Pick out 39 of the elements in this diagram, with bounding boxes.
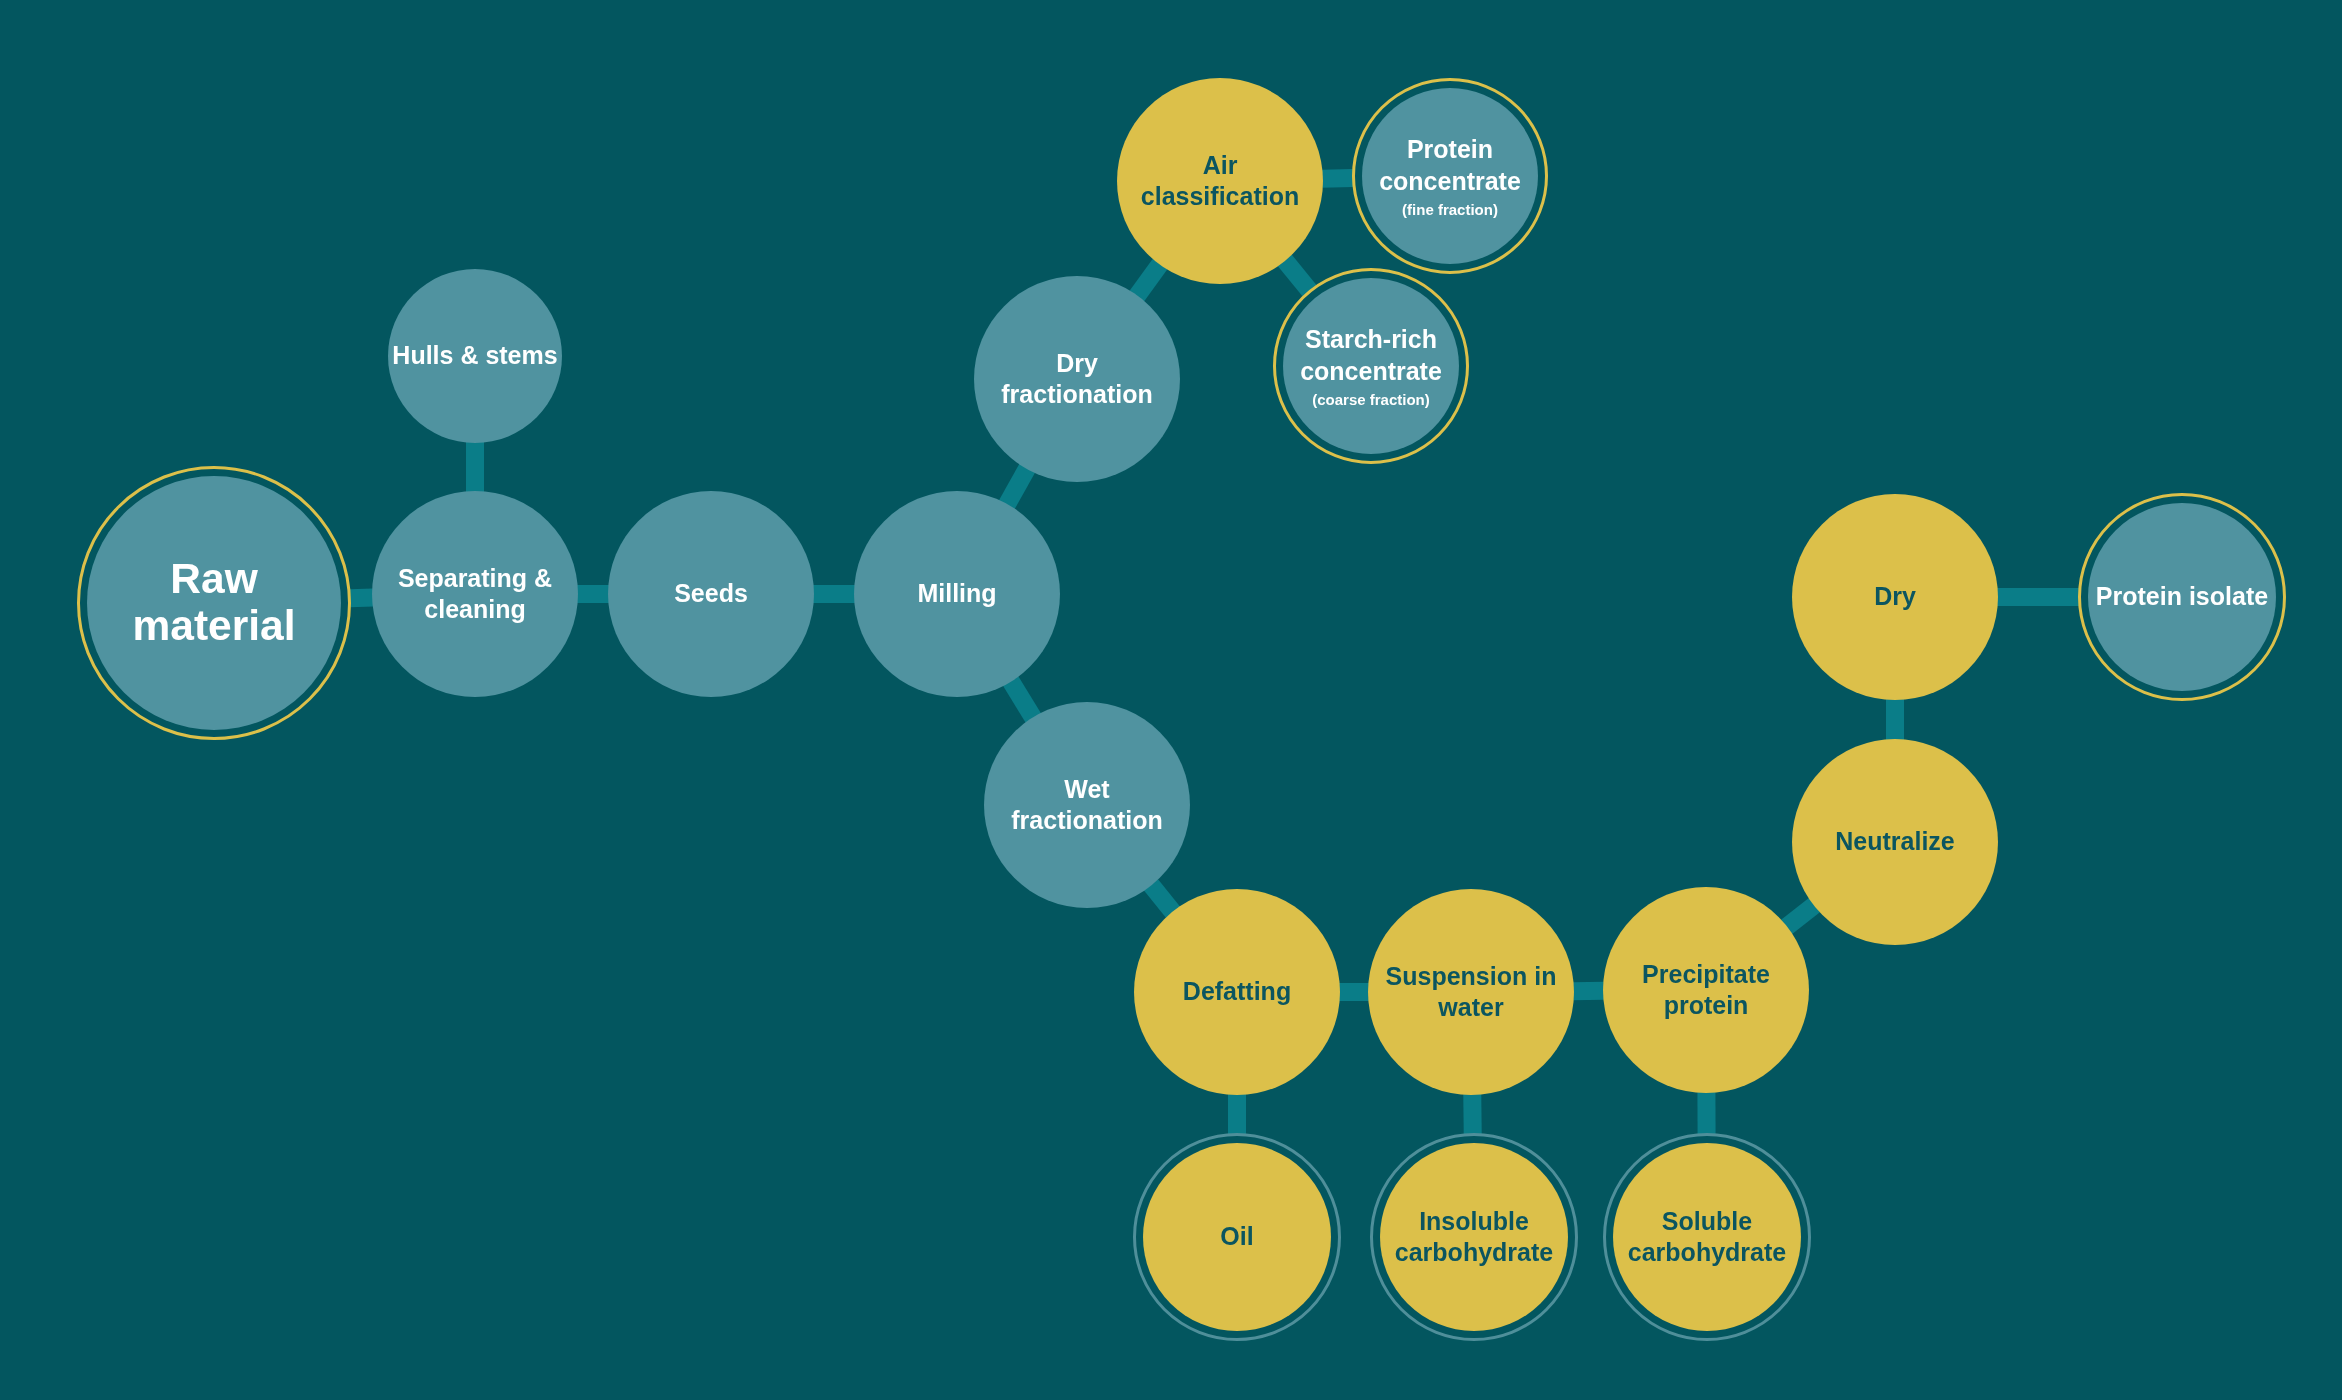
- node-label: Raw material: [131, 556, 297, 650]
- node-label: Dry: [1874, 581, 1916, 613]
- connector-line: [998, 463, 1036, 510]
- connector-line: [1143, 878, 1181, 919]
- node-label: Protein concentrate: [1378, 134, 1522, 197]
- connector-line: [1780, 897, 1821, 935]
- node-note: (fine fraction): [1402, 200, 1498, 218]
- node-label: Air classification: [1139, 149, 1301, 212]
- connector-line: [1002, 676, 1042, 723]
- connector-line: [1129, 258, 1168, 302]
- connector-line: [1697, 1091, 1716, 1135]
- connector-line: [1228, 1094, 1246, 1134]
- connector-line: [1339, 983, 1369, 1001]
- node-label: Defatting: [1182, 976, 1292, 1008]
- connector-line: [1463, 1093, 1482, 1135]
- node-label: Suspension in water: [1384, 960, 1558, 1023]
- connector-line: [1321, 169, 1354, 188]
- connector-line: [1572, 981, 1605, 1001]
- node-label: Seeds: [674, 578, 748, 610]
- node-label: Hulls & stems: [392, 340, 558, 372]
- connector-line: [1997, 588, 2079, 606]
- node-label: Neutralize: [1835, 826, 1955, 858]
- connector-line: [1886, 699, 1904, 740]
- node-label: Milling: [917, 578, 997, 610]
- connector-line: [466, 442, 484, 492]
- connector-line: [813, 585, 855, 603]
- node-note: (coarse fraction): [1312, 390, 1430, 408]
- connector-line: [577, 585, 609, 603]
- node-label: Soluble carbohydrate: [1626, 1205, 1788, 1268]
- node-label: Protein isolate: [2095, 581, 2269, 613]
- node-label: Wet fractionation: [1010, 773, 1164, 836]
- connector-line: [1277, 254, 1317, 297]
- node-label: Starch-rich concentrate: [1299, 324, 1443, 387]
- node-label: Insoluble carbohydrate: [1393, 1205, 1555, 1268]
- node-label: Separating & cleaning: [396, 562, 554, 625]
- node-label: Precipitate protein: [1641, 958, 1771, 1021]
- node-label: Dry fractionation: [1000, 347, 1154, 410]
- connector-line: [349, 588, 374, 608]
- node-label: Oil: [1220, 1221, 1254, 1253]
